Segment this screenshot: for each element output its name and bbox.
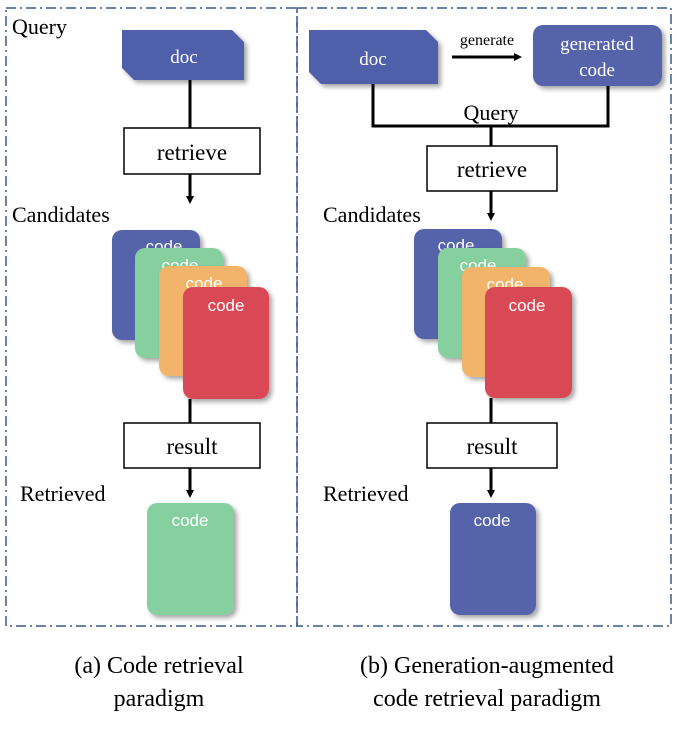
- panel-a-card-red-label: code: [208, 296, 245, 315]
- panel-b-border: [296, 7, 672, 627]
- panel-a-doc-node: [122, 30, 244, 80]
- panel-a-retrieve-box: [123, 127, 261, 175]
- panel-b-retrieved-card: [450, 503, 536, 615]
- panel-b-candidate-stack: code code code code: [414, 229, 572, 398]
- panel-b-generate-label: generate: [460, 32, 514, 49]
- panel-b-generated-code-node: [533, 25, 662, 86]
- panel-a-doc-label: doc: [170, 47, 197, 68]
- panel-b-generated-label-line2: code: [579, 60, 615, 81]
- panel-b-result-box: [426, 422, 558, 469]
- panel-a-candidate-stack: code code code code: [112, 230, 269, 399]
- panel-a-card-red: [183, 287, 269, 399]
- panel-a-result-box: [123, 422, 261, 469]
- panel-b-card-red: [485, 287, 572, 398]
- panel-b-generated-label-line1: generated: [560, 34, 634, 55]
- panel-a-result-label: result: [166, 434, 218, 459]
- panel-a-retrieved-card-label: code: [172, 511, 209, 530]
- panel-a-caption-line1: (a) Code retrieval: [74, 653, 244, 679]
- panel-a-retrieved-card: [147, 503, 234, 615]
- panel-b-doc-node: [309, 30, 438, 84]
- panel-b-retrieved-card-label: code: [474, 511, 511, 530]
- panel-b-result-label: result: [466, 434, 518, 459]
- panel-b-retrieve-label: retrieve: [457, 157, 527, 182]
- panel-b-retrieved-label: Retrieved: [323, 481, 409, 506]
- panel-a-candidates-label: Candidates: [12, 202, 110, 227]
- panel-a-retrieve-label: retrieve: [157, 140, 227, 165]
- panel-a-caption-line2: paradigm: [114, 686, 205, 712]
- panel-a-query-label: Query: [12, 14, 67, 39]
- panel-b-retrieve-box: [426, 145, 558, 192]
- panel-b-caption-line1: (b) Generation-augmented: [360, 653, 614, 679]
- panel-b-card-red-label: code: [509, 296, 546, 315]
- panel-b-candidates-label: Candidates: [323, 202, 421, 227]
- panel-a-retrieved-label: Retrieved: [20, 481, 106, 506]
- panel-b-query-label: Query: [464, 100, 519, 125]
- panel-b-caption-line2: code retrieval paradigm: [373, 686, 601, 712]
- panel-b-doc-label: doc: [359, 49, 386, 70]
